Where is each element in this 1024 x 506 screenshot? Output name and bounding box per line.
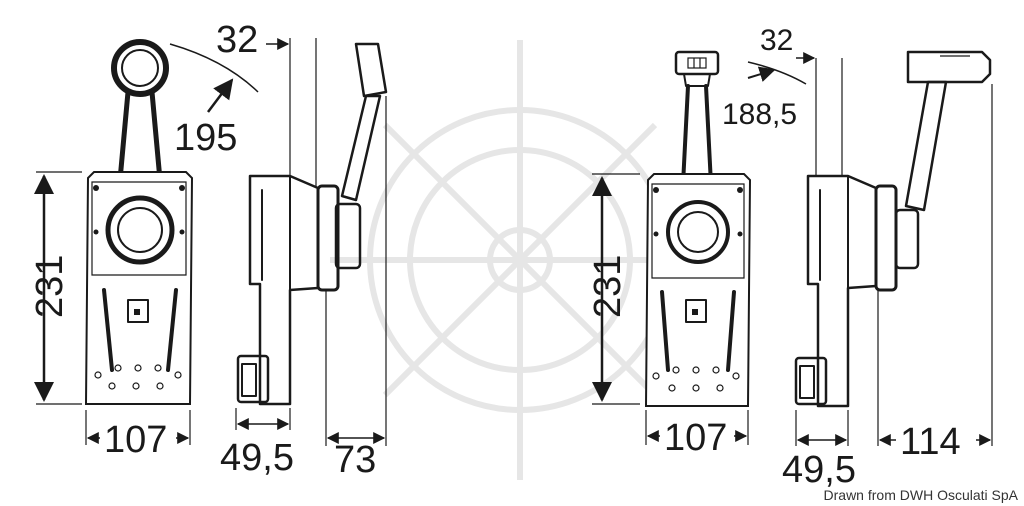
right-base-depth-label: 49,5 bbox=[782, 449, 856, 491]
left-handle-length-label: 195 bbox=[174, 117, 237, 159]
left-handle-length-dimension: 195 bbox=[169, 43, 259, 159]
watermark-wheel-icon bbox=[330, 40, 710, 480]
left-side-view bbox=[236, 42, 388, 406]
right-plate-width-dimension: 107 bbox=[645, 410, 749, 459]
right-side-depth-dimension: 114 bbox=[877, 84, 993, 463]
right-plate-height-label: 231 bbox=[587, 255, 629, 318]
left-front-view bbox=[84, 39, 194, 405]
left-plate-height-label: 231 bbox=[29, 255, 71, 318]
right-depth-top-dimension: 32 bbox=[760, 24, 843, 176]
right-plate-width-label: 107 bbox=[664, 417, 727, 459]
left-plate-width-dimension: 107 bbox=[85, 410, 191, 461]
right-handle-length-dimension: 188,5 bbox=[722, 61, 807, 131]
credit-text: Drawn from DWH Osculati SpA bbox=[824, 487, 1019, 503]
left-base-depth-label: 49,5 bbox=[220, 437, 294, 479]
left-base-depth-dimension: 49,5 bbox=[220, 408, 294, 479]
right-side-depth-label: 114 bbox=[900, 421, 961, 463]
left-depth-top-dimension: 32 bbox=[216, 19, 317, 186]
left-depth-top-label: 32 bbox=[216, 19, 258, 61]
right-base-depth-dimension: 49,5 bbox=[782, 410, 856, 491]
left-plate-height-dimension: 231 bbox=[29, 171, 82, 405]
left-plate-width-label: 107 bbox=[104, 419, 167, 461]
left-side-depth-label: 73 bbox=[334, 439, 376, 481]
left-side-depth-dimension: 73 bbox=[325, 96, 387, 481]
right-depth-top-label: 32 bbox=[760, 24, 793, 57]
right-handle-length-label: 188,5 bbox=[722, 98, 797, 131]
right-front-view bbox=[644, 50, 752, 407]
right-side-view bbox=[794, 50, 992, 408]
right-plate-height-dimension: 231 bbox=[587, 173, 640, 405]
